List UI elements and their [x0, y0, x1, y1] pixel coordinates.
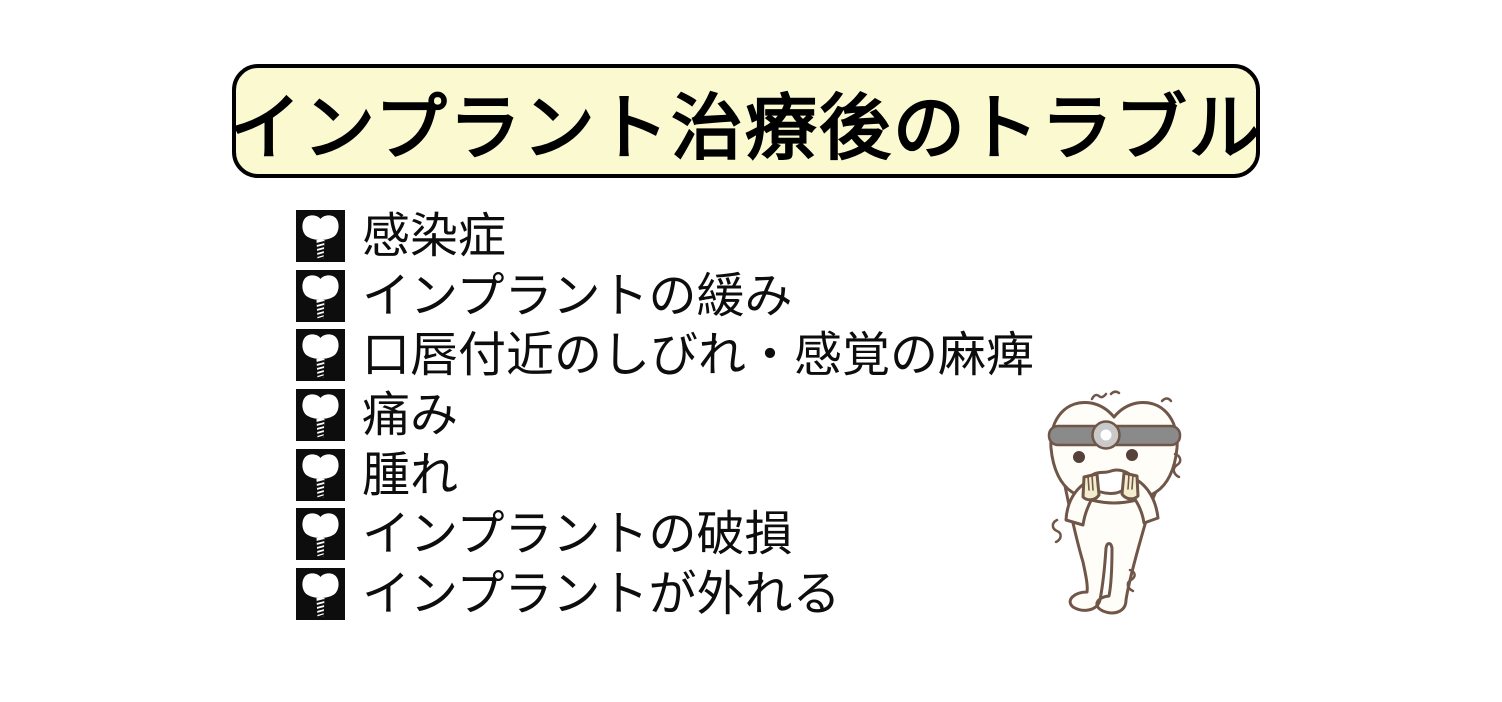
tooth-implant-icon [296, 329, 345, 382]
list-item-label: 口唇付近のしびれ・感覚の麻痺 [362, 327, 1035, 384]
list-item-label: インプラントの緩み [362, 267, 793, 324]
list-item-label: 感染症 [362, 207, 507, 264]
tooth-implant-icon [296, 448, 345, 501]
list-item: インプラントの緩み [296, 266, 1034, 326]
tooth-implant-icon [296, 269, 345, 322]
page-title: インプラント治療後のトラブル [229, 85, 1263, 170]
tooth-implant-icon [296, 388, 345, 441]
list-item: インプラントが外れる [296, 564, 1034, 624]
list-item: 腫れ [296, 445, 1034, 505]
list-item-label: 腫れ [362, 446, 459, 503]
list-item: 感染症 [296, 206, 1034, 266]
trouble-list: 感染症 インプラントの緩み 口唇付近のしびれ・感覚の麻痺 痛み 腫れ インプラン… [296, 206, 1034, 624]
list-item: 痛み [296, 385, 1034, 445]
worried-tooth-mascot [1045, 390, 1185, 630]
list-item-label: インプラントが外れる [362, 565, 841, 622]
tooth-implant-icon [296, 209, 345, 262]
tooth-implant-icon [296, 567, 345, 620]
list-item: 口唇付近のしびれ・感覚の麻痺 [296, 325, 1034, 385]
list-item-label: 痛み [362, 386, 459, 443]
tooth-implant-icon [296, 508, 345, 561]
list-item-label: インプラントの破損 [362, 506, 793, 563]
title-banner: インプラント治療後のトラブル [229, 64, 1263, 178]
list-item: インプラントの破損 [296, 504, 1034, 564]
